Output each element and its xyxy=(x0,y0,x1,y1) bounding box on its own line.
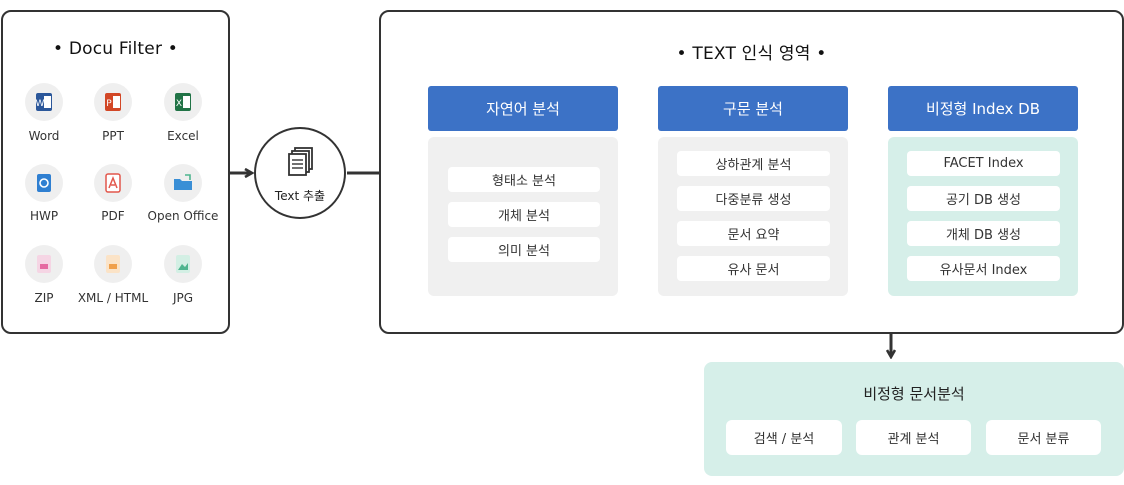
documents-icon xyxy=(287,147,315,181)
svg-text:X: X xyxy=(176,99,182,109)
hwp-icon xyxy=(25,164,63,202)
text-extract-label: Text 추출 xyxy=(274,189,326,203)
doc-label-pdf: PDF xyxy=(101,209,125,223)
text-recognition-title: • TEXT 인식 영역 • xyxy=(676,44,827,64)
doc-label-xml-html: XML / HTML xyxy=(77,291,149,305)
list-item-similar: 유사 문서 xyxy=(677,256,830,281)
ppt-icon: P xyxy=(94,83,132,121)
relation-analysis-item: 관계 분석 xyxy=(856,420,971,455)
doc-label-jpg: JPG xyxy=(172,291,194,305)
index-db-header: 비정형 Index DB xyxy=(888,86,1078,131)
doc-label-ppt: PPT xyxy=(102,129,124,143)
unstructured-analysis-panel xyxy=(704,362,1124,476)
svg-text:P: P xyxy=(106,99,112,109)
doc-label-excel: Excel xyxy=(167,129,199,143)
doc-label-word: Word xyxy=(28,129,60,143)
pdf-icon xyxy=(94,164,132,202)
folder-icon xyxy=(164,164,202,202)
word-icon: W xyxy=(25,83,63,121)
unstructured-analysis-title: 비정형 문서분석 xyxy=(863,385,965,403)
natural-language-header: 자연어 분석 xyxy=(428,86,618,131)
list-item-summary: 문서 요약 xyxy=(677,221,830,246)
list-item-similar-index: 유사문서 Index xyxy=(907,256,1060,281)
syntax-header: 구문 분석 xyxy=(658,86,848,131)
list-item-entity-db: 개체 DB 생성 xyxy=(907,221,1060,246)
text-extract-node: Text 추출 xyxy=(254,127,346,219)
docu-filter-title: • Docu Filter • xyxy=(53,39,178,59)
list-item-facet-index: FACET Index xyxy=(907,151,1060,176)
list-item-multiclass: 다중분류 생성 xyxy=(677,186,830,211)
zip-icon xyxy=(25,245,63,283)
doc-classification-item: 문서 분류 xyxy=(986,420,1101,455)
doc-label-hwp: HWP xyxy=(29,209,59,223)
list-item-semantic: 의미 분석 xyxy=(448,237,600,262)
list-item-entity: 개체 분석 xyxy=(448,202,600,227)
list-item-cooccur-db: 공기 DB 생성 xyxy=(907,186,1060,211)
search-analysis-item: 검색 / 분석 xyxy=(726,420,842,455)
excel-icon: X xyxy=(164,83,202,121)
svg-text:W: W xyxy=(36,99,45,109)
doc-label-zip: ZIP xyxy=(34,291,54,305)
list-item-morpheme: 형태소 분석 xyxy=(448,167,600,192)
jpg-icon xyxy=(164,245,202,283)
doc-label-open-office: Open Office xyxy=(147,209,219,223)
xml-icon xyxy=(94,245,132,283)
list-item-hierarchy: 상하관계 분석 xyxy=(677,151,830,176)
